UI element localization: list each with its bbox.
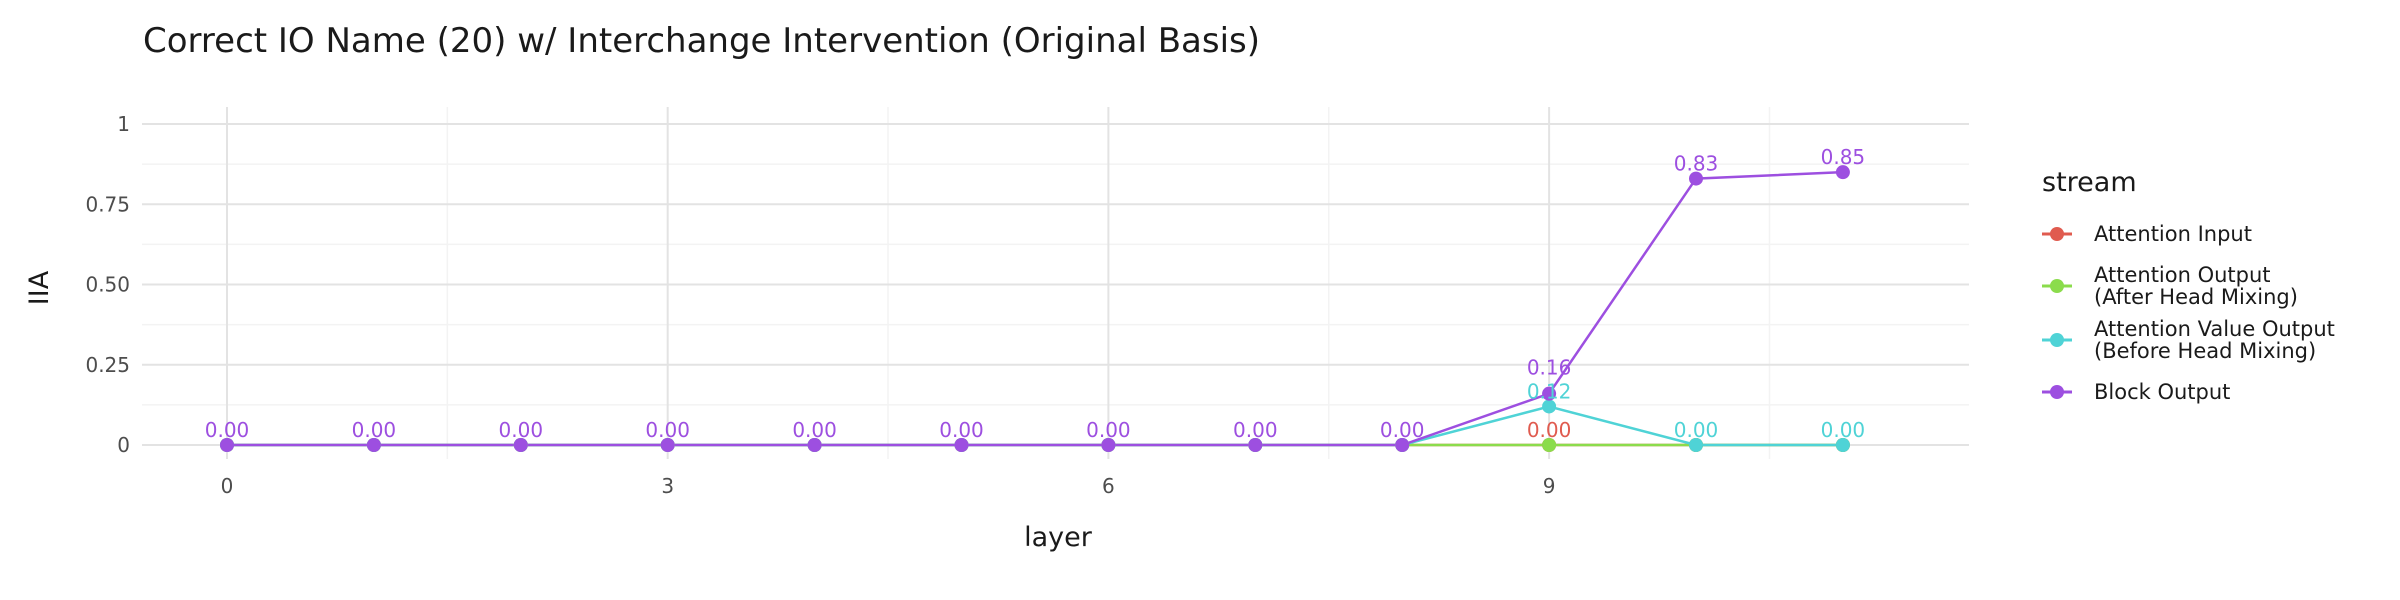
- legend-item-line: (Before Head Mixing): [2094, 339, 2316, 363]
- data-point: [1689, 438, 1703, 452]
- data-label: 0.00: [499, 418, 544, 442]
- data-point: [1835, 165, 1850, 180]
- x-axis-label: layer: [1024, 522, 1093, 553]
- data-label: 0.00: [1086, 418, 1131, 442]
- data-label: 0.00: [645, 418, 690, 442]
- legend-item-label: Attention Value Output(Before Head Mixin…: [2094, 317, 2335, 363]
- data-label: 0.00: [1233, 418, 1278, 442]
- data-point: [1542, 386, 1557, 401]
- legend-item-line: Attention Input: [2094, 222, 2252, 246]
- x-tick-label: 3: [661, 474, 674, 498]
- y-tick-label: 0.25: [85, 353, 130, 377]
- data-labels: 0.00 0.12 0.00 0.00 0.00 0.00 0.00 0.00 0.00 0.00…: [205, 145, 1865, 442]
- data-point: [660, 438, 675, 452]
- legend-key-point: [2050, 333, 2064, 347]
- data-label: 0.00: [792, 418, 837, 442]
- data-point: [807, 438, 822, 452]
- data-point: [954, 438, 969, 452]
- grid: [142, 107, 1969, 459]
- data-label: 0.00: [1674, 418, 1719, 442]
- x-tick-label: 6: [1102, 474, 1115, 498]
- data-point: [366, 438, 381, 452]
- data-point: [513, 438, 528, 452]
- data-label: 0.00: [1527, 418, 1572, 442]
- data-label: 0.00: [1380, 418, 1425, 442]
- data-label: 0.00: [939, 418, 984, 442]
- data-point: [1689, 171, 1703, 186]
- y-tick-label: 0: [117, 433, 130, 457]
- x-tick-label: 9: [1543, 474, 1556, 498]
- legend-item-line: Block Output: [2094, 380, 2230, 404]
- legend-item-line: Attention Output: [2094, 263, 2271, 287]
- data-label: 0.85: [1821, 145, 1866, 169]
- series-line: [227, 170, 1843, 447]
- data-point: [1542, 399, 1557, 414]
- data-label: 0.00: [205, 418, 250, 442]
- legend-item-label: Attention Input: [2094, 222, 2252, 246]
- data-point: [1542, 438, 1557, 452]
- y-axis-label: IIA: [24, 270, 55, 305]
- legend-key-point: [2050, 385, 2064, 399]
- data-label: 0.00: [1821, 418, 1866, 442]
- legend-item-line: (After Head Mixing): [2094, 285, 2298, 309]
- data-label: 0.83: [1674, 152, 1719, 176]
- x-tick-label: 0: [221, 474, 234, 498]
- y-ticks: 0 0.25 0.50 0.75 1: [85, 112, 130, 457]
- data-label: 0.12: [1527, 379, 1572, 403]
- data-point: [1835, 438, 1850, 452]
- chart-title: Correct IO Name (20) w/ Interchange Inte…: [143, 21, 1260, 61]
- data-point: [1101, 438, 1116, 452]
- data-label: 0.16: [1527, 355, 1572, 379]
- legend-item-line: Attention Value Output: [2094, 317, 2335, 341]
- y-tick-label: 1: [117, 112, 130, 136]
- legend-key-point: [2050, 227, 2064, 241]
- legend-item-label: Attention Output(After Head Mixing): [2094, 263, 2298, 309]
- data-point: [220, 438, 234, 452]
- series-line: [227, 405, 1843, 447]
- legend-key-point: [2050, 279, 2064, 293]
- x-ticks: 0 3 6 9: [221, 474, 1556, 498]
- data-point: [1395, 438, 1410, 452]
- legend-title: stream: [2042, 167, 2137, 198]
- legend-item-label: Block Output: [2094, 380, 2230, 404]
- y-tick-label: 0.50: [85, 273, 130, 297]
- data-point: [1248, 438, 1263, 452]
- y-tick-label: 0.75: [85, 192, 130, 216]
- series-layer: [220, 165, 1850, 452]
- data-label: 0.00: [352, 418, 397, 442]
